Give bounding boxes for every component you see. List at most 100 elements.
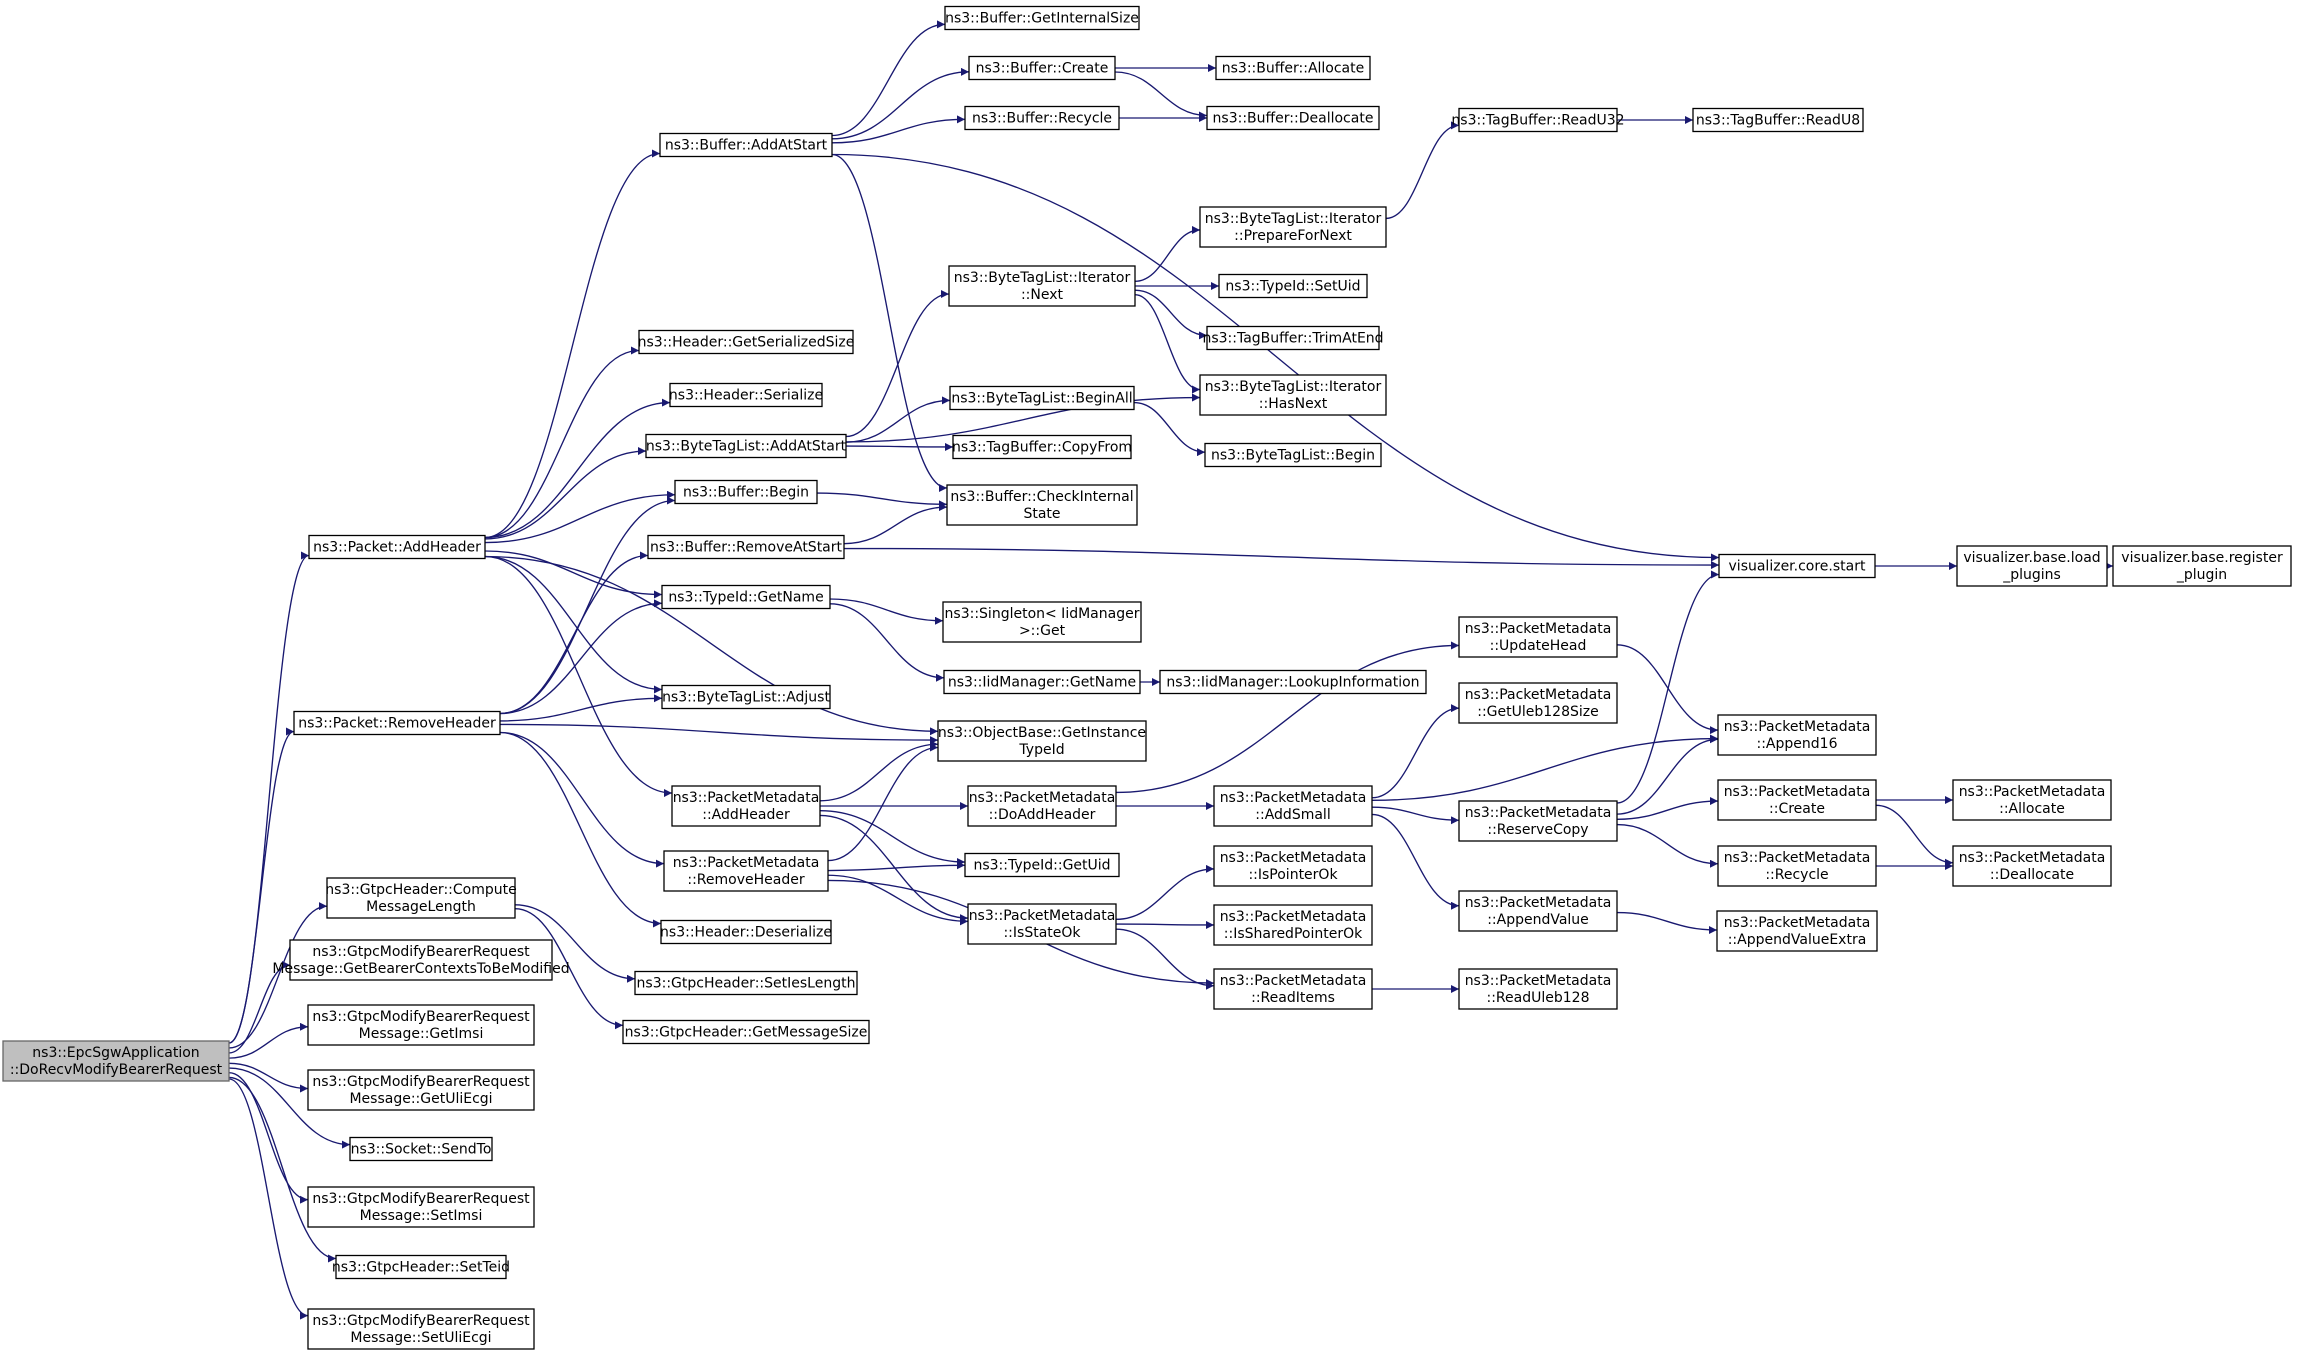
node-hdr-getser[interactable]: ns3::Header::GetSerializedSize: [638, 329, 855, 355]
node-pm-removeheader[interactable]: ns3::PacketMetadata::RemoveHeader: [663, 850, 829, 892]
node-buf-addatstart[interactable]: ns3::Buffer::AddAtStart: [659, 132, 833, 158]
node-pm-getuleb[interactable]: ns3::PacketMetadata::GetUleb128Size: [1458, 682, 1618, 724]
node-box: [335, 1254, 507, 1280]
edge-pm-removeheader-to-pm-isstateok: [827, 874, 969, 926]
node-sock-send[interactable]: ns3::Socket::SendTo: [349, 1136, 493, 1162]
node-box: [659, 132, 833, 158]
node-pkt-rem[interactable]: ns3::Packet::RemoveHeader: [293, 710, 501, 736]
node-btli-prepare[interactable]: ns3::ByteTagList::Iterator::PrepareForNe…: [1199, 206, 1387, 248]
node-pm-append16[interactable]: ns3::PacketMetadata::Append16: [1717, 714, 1877, 756]
edge-buf-addatstart-to-buf-getinternal: [831, 20, 946, 137]
node-btl-addatstart[interactable]: ns3::ByteTagList::AddAtStart: [645, 433, 847, 459]
node-viz-start[interactable]: visualizer.core.start: [1718, 553, 1876, 579]
edge-pkt-add-to-tid-getname: [484, 550, 663, 599]
edge-pm-appendvalue-to-pm-appendextra: [1616, 911, 1718, 934]
node-btli-hasnext[interactable]: ns3::ByteTagList::Iterator::HasNext: [1199, 374, 1387, 416]
node-label: ::IsSharedPointerOk: [1224, 926, 1363, 942]
node-pm-readuleb[interactable]: ns3::PacketMetadata::ReadUleb128: [1458, 968, 1618, 1010]
node-singleton-get[interactable]: ns3::Singleton< IidManager>::Get: [942, 601, 1142, 643]
node-box: [1215, 55, 1371, 81]
node-tb-trimatend[interactable]: ns3::TagBuffer::TrimAtEnd: [1202, 325, 1384, 351]
node-box: [1458, 682, 1618, 724]
node-epc[interactable]: ns3::EpcSgwApplication::DoRecvModifyBear…: [2, 1040, 230, 1082]
node-pm-appendextra[interactable]: ns3::PacketMetadata::AppendValueExtra: [1716, 910, 1878, 952]
node-label: visualizer.base.register: [2121, 550, 2283, 566]
node-pm-appendvalue[interactable]: ns3::PacketMetadata::AppendValue: [1458, 890, 1618, 932]
edge-epc-to-gmb-getuli: [228, 1062, 309, 1093]
node-gmb-getuli[interactable]: ns3::GtpcModifyBearerRequestMessage::Get…: [307, 1069, 535, 1111]
node-pm-issharedok[interactable]: ns3::PacketMetadata::IsSharedPointerOk: [1213, 904, 1373, 946]
edge-epc-to-pkt-rem: [228, 727, 295, 1044]
node-pm-addheader[interactable]: ns3::PacketMetadata::AddHeader: [671, 785, 821, 827]
node-buf-deallocate[interactable]: ns3::Buffer::Deallocate: [1206, 105, 1380, 131]
node-tb-copyfrom[interactable]: ns3::TagBuffer::CopyFrom: [952, 434, 1132, 460]
node-pm-addsmall[interactable]: ns3::PacketMetadata::AddSmall: [1213, 785, 1373, 827]
node-label: ns3::PacketMetadata: [1465, 805, 1612, 821]
edge-pm-isstateok-to-pm-readitems: [1115, 928, 1215, 990]
node-label: ns3::PacketMetadata: [969, 908, 1116, 924]
edge-buf-begin-to-buf-checkinternal: [816, 492, 948, 509]
node-buf-remove[interactable]: ns3::Buffer::RemoveAtStart: [647, 534, 845, 560]
node-pkt-add[interactable]: ns3::Packet::AddHeader: [308, 534, 486, 560]
node-box: [967, 903, 1117, 945]
node-iid-getname[interactable]: ns3::IidManager::GetName: [943, 669, 1141, 695]
edge-epc-to-gtpc-setteid: [228, 1076, 337, 1263]
node-gtpc-setteid[interactable]: ns3::GtpcHeader::SetTeid: [332, 1254, 510, 1280]
node-iid-lookup[interactable]: ns3::IidManager::LookupInformation: [1159, 669, 1427, 695]
node-viz-load[interactable]: visualizer.base.load_plugins: [1956, 545, 2108, 587]
node-label: State: [1023, 506, 1060, 522]
node-label: ns3::GtpcModifyBearerRequest: [312, 1074, 530, 1090]
node-gmb-setimsi[interactable]: ns3::GtpcModifyBearerRequestMessage::Set…: [307, 1186, 535, 1228]
edge-btli-prepare-to-tb-readu32: [1385, 121, 1460, 220]
node-label: ns3::PacketMetadata: [673, 855, 820, 871]
node-box: [289, 939, 553, 981]
node-tid-setuid[interactable]: ns3::TypeId::SetUid: [1218, 273, 1368, 299]
node-gtpc-getmsgsize[interactable]: ns3::GtpcHeader::GetMessageSize: [622, 1019, 870, 1045]
node-pm-recycle[interactable]: ns3::PacketMetadata::Recycle: [1717, 845, 1877, 887]
node-pm-create[interactable]: ns3::PacketMetadata::Create: [1717, 779, 1877, 821]
node-viz-register[interactable]: visualizer.base.register_plugin: [2112, 545, 2292, 587]
node-gmb-setuli[interactable]: ns3::GtpcModifyBearerRequestMessage::Set…: [307, 1308, 535, 1350]
node-pm-doaddheader[interactable]: ns3::PacketMetadata::DoAddHeader: [967, 785, 1117, 827]
node-label: ns3::Buffer::CheckInternal: [950, 489, 1133, 505]
node-pm-readitems[interactable]: ns3::PacketMetadata::ReadItems: [1213, 968, 1373, 1010]
node-buf-allocate[interactable]: ns3::Buffer::Allocate: [1215, 55, 1371, 81]
node-pm-allocate[interactable]: ns3::PacketMetadata::Allocate: [1952, 779, 2112, 821]
node-tid-getname[interactable]: ns3::TypeId::GetName: [661, 584, 831, 610]
node-box: [1692, 107, 1864, 133]
node-btl-beginall[interactable]: ns3::ByteTagList::BeginAll: [949, 385, 1135, 411]
edge-pkt-add-to-buf-addatstart: [484, 149, 661, 539]
node-pm-reservecopy[interactable]: ns3::PacketMetadata::ReserveCopy: [1458, 800, 1618, 842]
node-pm-isstateok[interactable]: ns3::PacketMetadata::IsStateOk: [967, 903, 1117, 945]
node-hdr-deser[interactable]: ns3::Header::Deserialize: [660, 919, 832, 945]
edge-buf-addatstart-to-buf-create: [831, 67, 970, 140]
node-buf-getinternal[interactable]: ns3::Buffer::GetInternalSize: [944, 5, 1140, 31]
edge-pm-removeheader-to-ob-gettypeid: [827, 743, 939, 862]
edge-tid-getname-to-iid-getname: [829, 603, 945, 682]
node-btl-adjust[interactable]: ns3::ByteTagList::Adjust: [661, 684, 831, 710]
edge-btl-addatstart-to-btli-hasnext: [845, 393, 1201, 443]
node-gtpc-setieslen[interactable]: ns3::GtpcHeader::SetIesLength: [634, 970, 858, 996]
node-pm-updatehead[interactable]: ns3::PacketMetadata::UpdateHead: [1458, 616, 1618, 658]
node-tb-readu8[interactable]: ns3::TagBuffer::ReadU8: [1692, 107, 1864, 133]
node-box: [2112, 545, 2292, 587]
node-buf-recycle[interactable]: ns3::Buffer::Recycle: [964, 105, 1120, 131]
node-label: ns3::GtpcHeader::Compute: [325, 882, 516, 898]
node-label: ns3::ByteTagList::AddAtStart: [646, 439, 847, 455]
node-buf-create[interactable]: ns3::Buffer::Create: [968, 55, 1116, 81]
node-pm-deallocate[interactable]: ns3::PacketMetadata::Deallocate: [1952, 845, 2112, 887]
node-tid-getuid[interactable]: ns3::TypeId::GetUid: [964, 852, 1120, 878]
node-gmb-getimsi[interactable]: ns3::GtpcModifyBearerRequestMessage::Get…: [307, 1004, 535, 1046]
edge-pkt-add-to-hdr-getser: [484, 346, 640, 539]
node-btli-next[interactable]: ns3::ByteTagList::Iterator::Next: [948, 265, 1136, 307]
node-label: ns3::Buffer::Create: [976, 61, 1109, 77]
node-buf-begin[interactable]: ns3::Buffer::Begin: [674, 479, 818, 505]
node-gmb-ctx[interactable]: ns3::GtpcModifyBearerRequestMessage::Get…: [272, 939, 570, 981]
node-pm-ispointerok[interactable]: ns3::PacketMetadata::IsPointerOk: [1213, 845, 1373, 887]
node-hdr-ser[interactable]: ns3::Header::Serialize: [669, 382, 823, 408]
node-tb-readu32[interactable]: ns3::TagBuffer::ReadU32: [1451, 107, 1625, 133]
node-btl-begin[interactable]: ns3::ByteTagList::Begin: [1204, 442, 1382, 468]
